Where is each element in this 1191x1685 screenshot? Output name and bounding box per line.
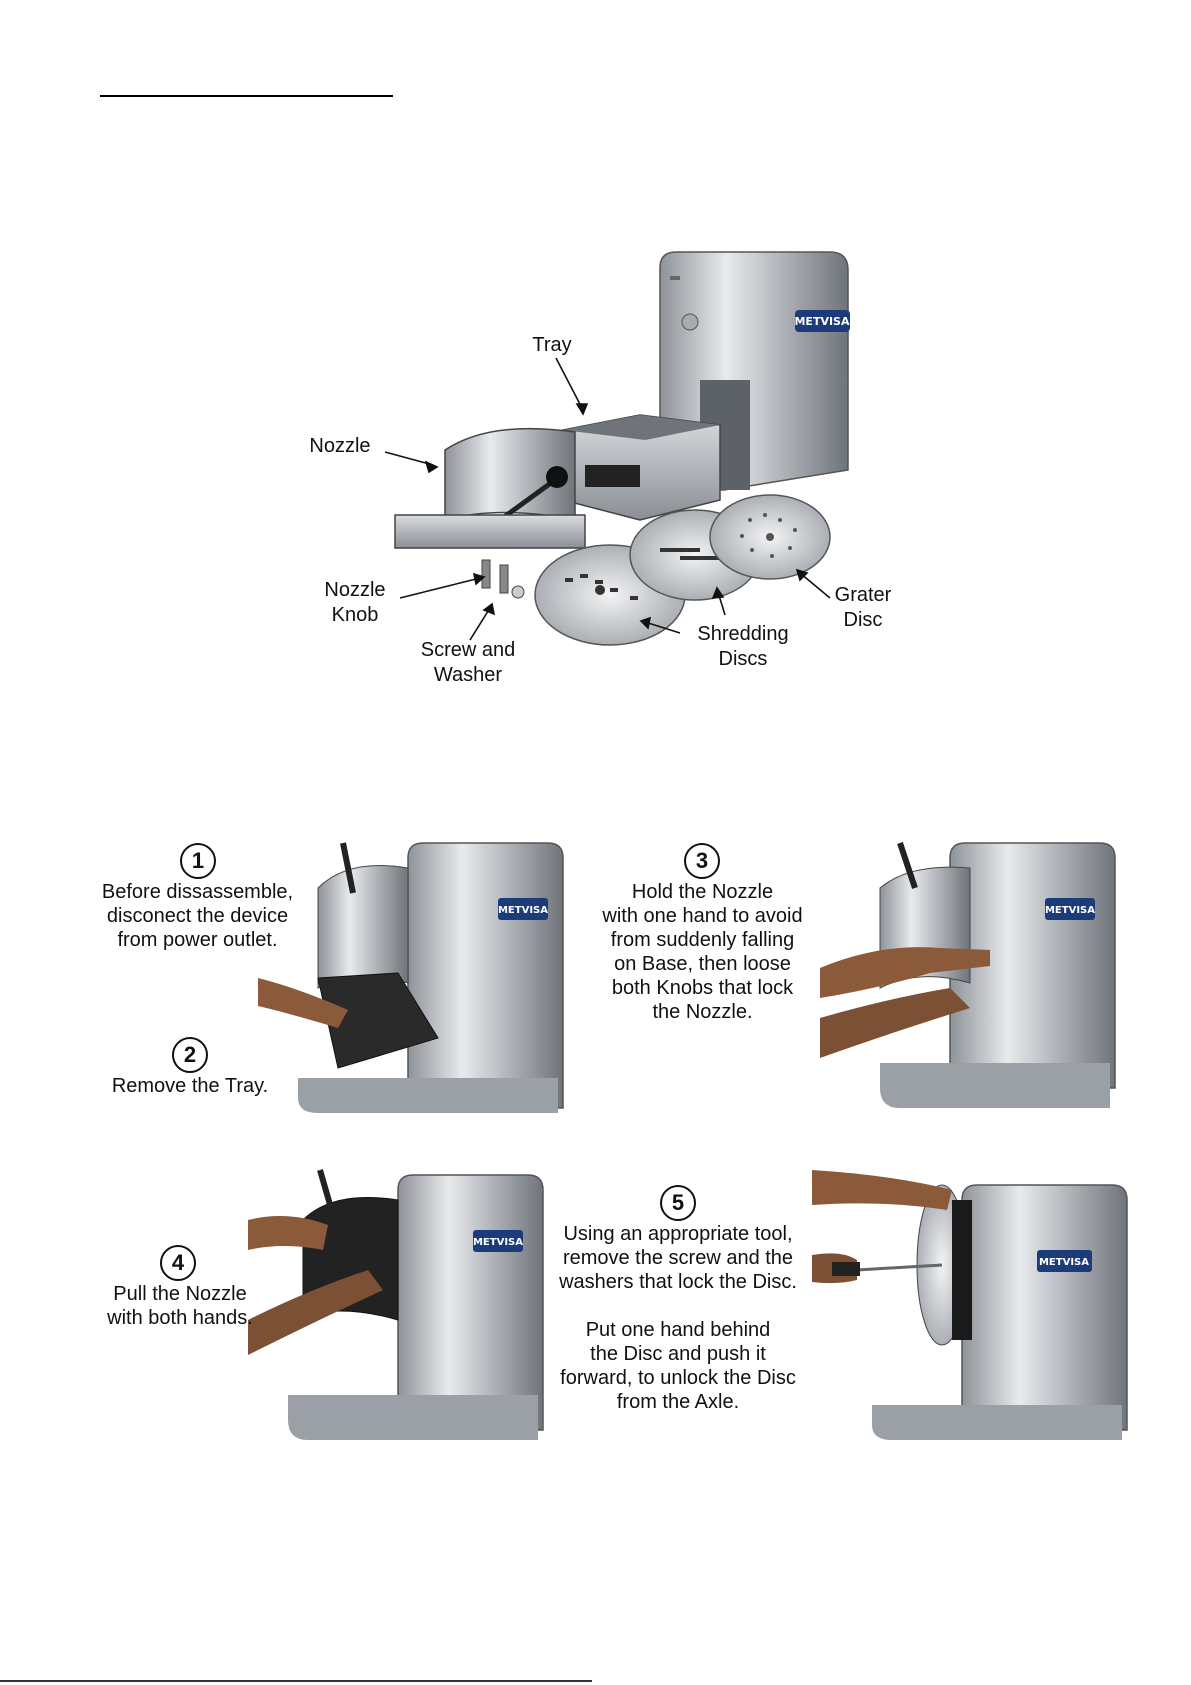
brand-badge bbox=[795, 310, 850, 332]
label-grater-disc-line1: Grater bbox=[834, 584, 892, 606]
label-shredding-discs: Shredding Discs bbox=[683, 622, 803, 672]
step-4-text: Pull the Nozzle with both hands. bbox=[107, 1283, 253, 1329]
step-2-text: Remove the Tray. bbox=[111, 1075, 269, 1097]
label-screw-washer-line1: Screw and bbox=[420, 639, 516, 661]
label-nozzle: Nozzle bbox=[309, 435, 371, 457]
step-5-text: Using an appropriate tool, remove the sc… bbox=[559, 1223, 797, 1413]
brand-text: METVISA bbox=[1045, 905, 1095, 916]
step-photo-4: METVISA bbox=[248, 1169, 544, 1440]
brand-text: METVISA bbox=[473, 1237, 523, 1248]
nozzle-part bbox=[394, 427, 586, 549]
nozzle-knob-part bbox=[481, 559, 525, 599]
tray-part bbox=[562, 414, 721, 521]
callout-arrows bbox=[384, 357, 831, 641]
label-screw-washer: Screw and Washer bbox=[408, 638, 528, 688]
step-3-number: 3 bbox=[684, 843, 720, 879]
label-nozzle-knob-line2: Knob bbox=[331, 604, 379, 626]
step-4-number: 4 bbox=[160, 1245, 196, 1281]
brand-text: METVISA bbox=[1039, 1257, 1089, 1268]
label-nozzle-knob-line1: Nozzle bbox=[324, 579, 386, 601]
label-nozzle-knob: Nozzle Knob bbox=[310, 578, 400, 628]
step-photo-3: METVISA bbox=[820, 842, 1116, 1108]
footer-rule bbox=[0, 1680, 592, 1682]
exploded-view-figure: METVISA bbox=[0, 0, 1191, 700]
label-shredding-discs-line1: Shredding bbox=[697, 623, 789, 645]
grater-disc-part bbox=[709, 494, 831, 580]
brand-text: METVISA bbox=[498, 905, 548, 916]
label-tray: Tray bbox=[532, 334, 572, 356]
step-1-number: 1 bbox=[180, 843, 216, 879]
step-photo-1-2: METVISA bbox=[258, 842, 564, 1113]
heading-underline bbox=[100, 95, 393, 97]
label-grater-disc-line2: Disc bbox=[843, 609, 883, 631]
label-grater-disc: Grater Disc bbox=[828, 583, 898, 633]
step-2-number: 2 bbox=[172, 1037, 208, 1073]
step-1-text: Before dissassemble, disconect the devic… bbox=[101, 881, 294, 951]
step-photo-5: METVISA bbox=[812, 1170, 1128, 1440]
exploded-view-illustration: METVISA bbox=[384, 251, 850, 646]
label-screw-washer-line2: Washer bbox=[433, 664, 503, 686]
step-3-text: Hold the Nozzle with one hand to avoid f… bbox=[602, 881, 803, 1023]
label-shredding-discs-line2: Discs bbox=[718, 648, 768, 670]
brand-text: METVISA bbox=[794, 315, 849, 328]
step-5-number: 5 bbox=[660, 1185, 696, 1221]
